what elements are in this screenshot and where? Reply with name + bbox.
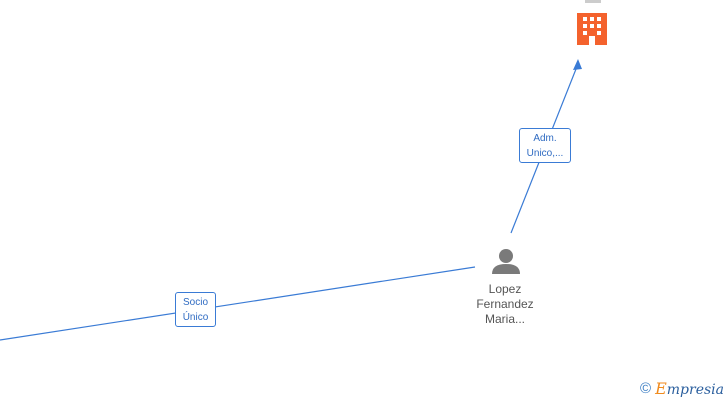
company-label-fragment [585, 0, 601, 3]
edge-label-line: Socio [182, 297, 208, 308]
brand-rest: mpresia [666, 381, 724, 398]
brand-logo: Empresia [655, 379, 724, 398]
edge-label-adm[interactable]: Adm. Unico,... [519, 128, 571, 163]
brand-initial: E [655, 378, 667, 398]
person-name-line: Fernandez [476, 297, 534, 311]
building-icon [577, 13, 607, 45]
edge-socio-unico [0, 266, 476, 341]
person-node[interactable] [492, 249, 520, 274]
person-name[interactable]: Lopez Fernandez Maria... [460, 282, 550, 327]
person-name-line: Maria... [484, 312, 525, 326]
arrowhead [573, 59, 582, 70]
copyright-icon: © [640, 379, 652, 397]
edge-label-line: Adm. [533, 133, 557, 144]
edge-label-line: Único [182, 312, 209, 323]
person-icon [492, 249, 520, 274]
person-name-line: Lopez [488, 282, 522, 296]
edge-label-socio[interactable]: Socio Único [175, 292, 216, 327]
footer-brand[interactable]: © Empresia [640, 378, 724, 398]
company-node[interactable] [577, 0, 607, 45]
edge-label-line: Unico,... [526, 148, 564, 159]
